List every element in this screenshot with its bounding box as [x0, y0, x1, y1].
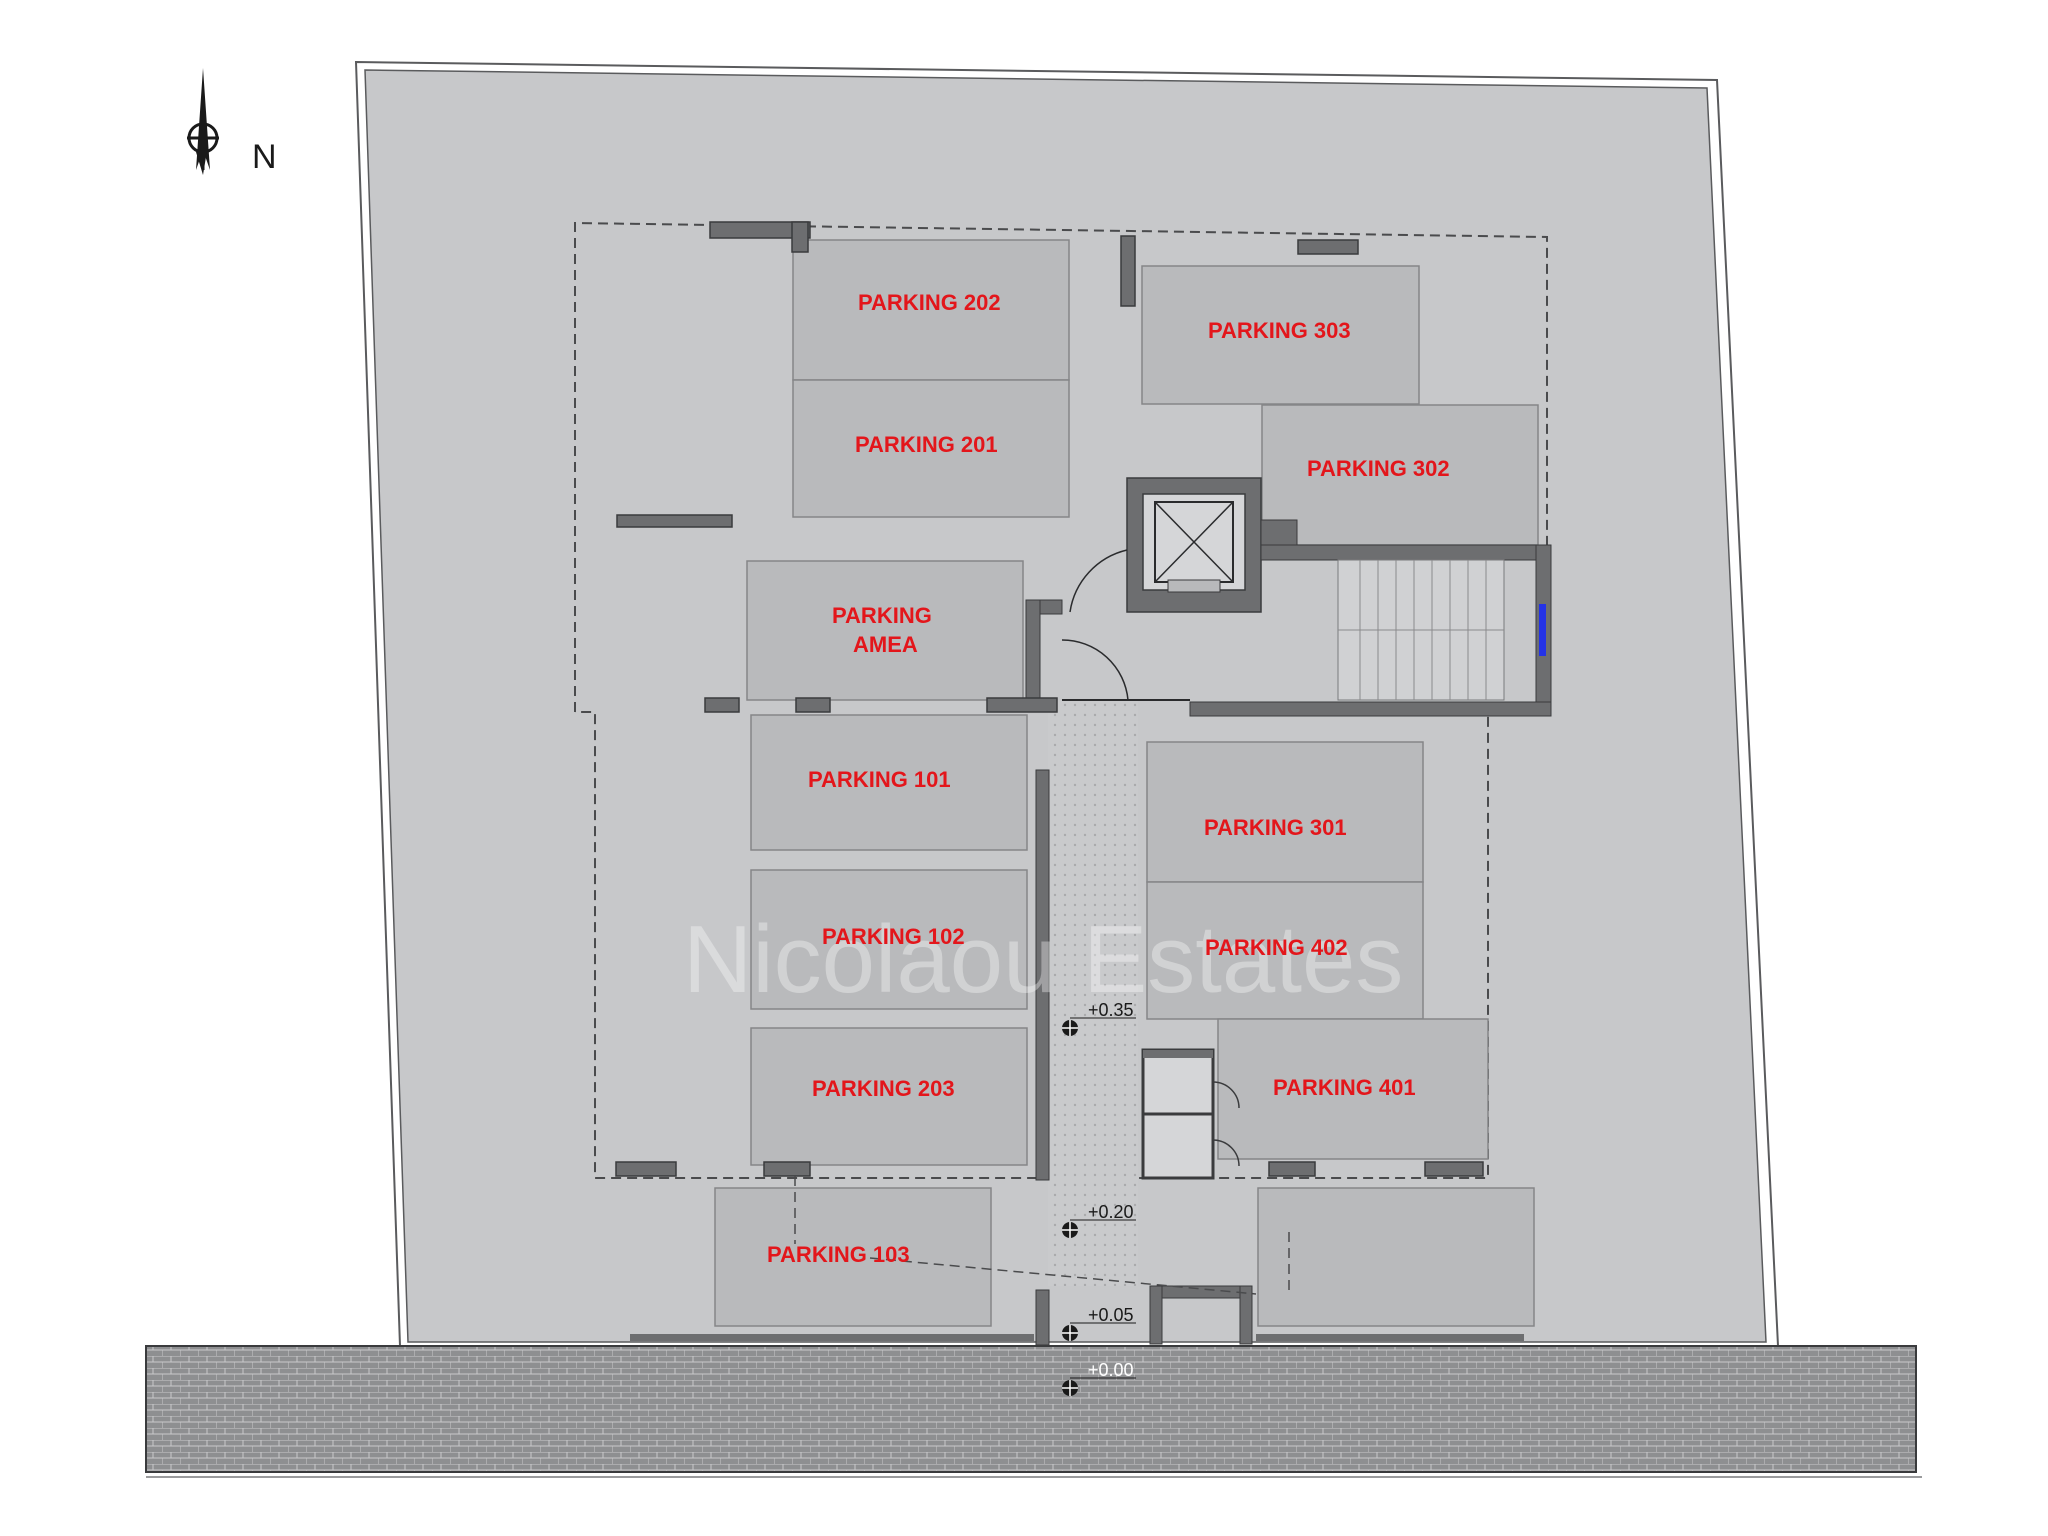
column: [1297, 239, 1359, 255]
level-label: +0.05: [1088, 1305, 1134, 1325]
stair-lift-core: [1025, 477, 1552, 717]
column: [1268, 1161, 1316, 1177]
door-swing: [1061, 639, 1129, 701]
parking-label-202: PARKING 202: [858, 290, 1001, 315]
parking-label-102: PARKING 102: [822, 924, 965, 949]
boundary-fence: [1256, 1334, 1524, 1341]
entrance-porch: [1149, 1285, 1253, 1345]
level-label: +0.20: [1088, 1202, 1134, 1222]
column: [709, 221, 811, 239]
column: [615, 1161, 677, 1177]
lift-car: [1142, 493, 1246, 591]
level-label: +0.35: [1088, 1000, 1134, 1020]
north-label: N: [252, 138, 277, 176]
watermark-text: Nicolaou Estates: [683, 906, 1403, 1013]
parking-label-101: PARKING 101: [808, 767, 951, 792]
parking-space-103: [714, 1187, 992, 1327]
parking-label-303: PARKING 303: [1208, 318, 1351, 343]
parking-space-unlabeled: [1257, 1187, 1535, 1327]
column: [1120, 235, 1136, 307]
parking-label-302: PARKING 302: [1307, 456, 1450, 481]
level-marker-icon: +0.20: [1062, 1202, 1136, 1238]
column: [763, 1161, 811, 1177]
level-marker-icon: +0.05: [1062, 1305, 1136, 1341]
parking-label-amea-line2: AMEA: [853, 632, 918, 657]
column: [1424, 1161, 1484, 1177]
parking-space-301: [1146, 741, 1424, 883]
ramp-wall: [1035, 769, 1050, 1181]
north-arrow-icon: [187, 68, 219, 175]
level-marker-icon: +0.00: [1062, 1360, 1136, 1396]
door-swing: [1069, 549, 1128, 613]
parking-space-201: [792, 379, 1070, 518]
parking-space-203: [750, 1027, 1028, 1166]
parking-space-amea: [746, 560, 1024, 701]
column: [791, 221, 809, 253]
road-paving: [145, 1345, 1917, 1473]
parking-space-101: [750, 714, 1028, 851]
column: [616, 514, 733, 528]
entrance-ramp: [1048, 700, 1138, 1286]
parking-space-402: [1146, 881, 1424, 1020]
lobby-wall: [1025, 599, 1041, 701]
parking-label-103: PARKING 103: [767, 1242, 910, 1267]
parking-space-102: [750, 869, 1028, 1010]
parking-space-202: [792, 239, 1070, 381]
parking-label-401: PARKING 401: [1273, 1075, 1416, 1100]
boundary-fence: [630, 1334, 1034, 1341]
meter-cupboards: [1141, 1048, 1240, 1180]
parking-label-amea-line1: PARKING: [832, 603, 932, 628]
column: [704, 697, 740, 713]
boundary-dashed: [869, 1257, 1257, 1295]
level-marker-icon: +0.35: [1062, 1000, 1136, 1036]
column: [795, 697, 831, 713]
parking-space-303: [1141, 265, 1420, 405]
ramp-wall: [1035, 1289, 1050, 1346]
parking-label-201: PARKING 201: [855, 432, 998, 457]
parking-space-401: [1217, 1018, 1489, 1160]
parking-label-402: PARKING 402: [1205, 935, 1348, 960]
stair-window: [1539, 604, 1546, 656]
column: [986, 697, 1058, 713]
parking-label-301: PARKING 301: [1204, 815, 1347, 840]
level-label: +0.00: [1088, 1360, 1134, 1380]
parking-label-203: PARKING 203: [812, 1076, 955, 1101]
